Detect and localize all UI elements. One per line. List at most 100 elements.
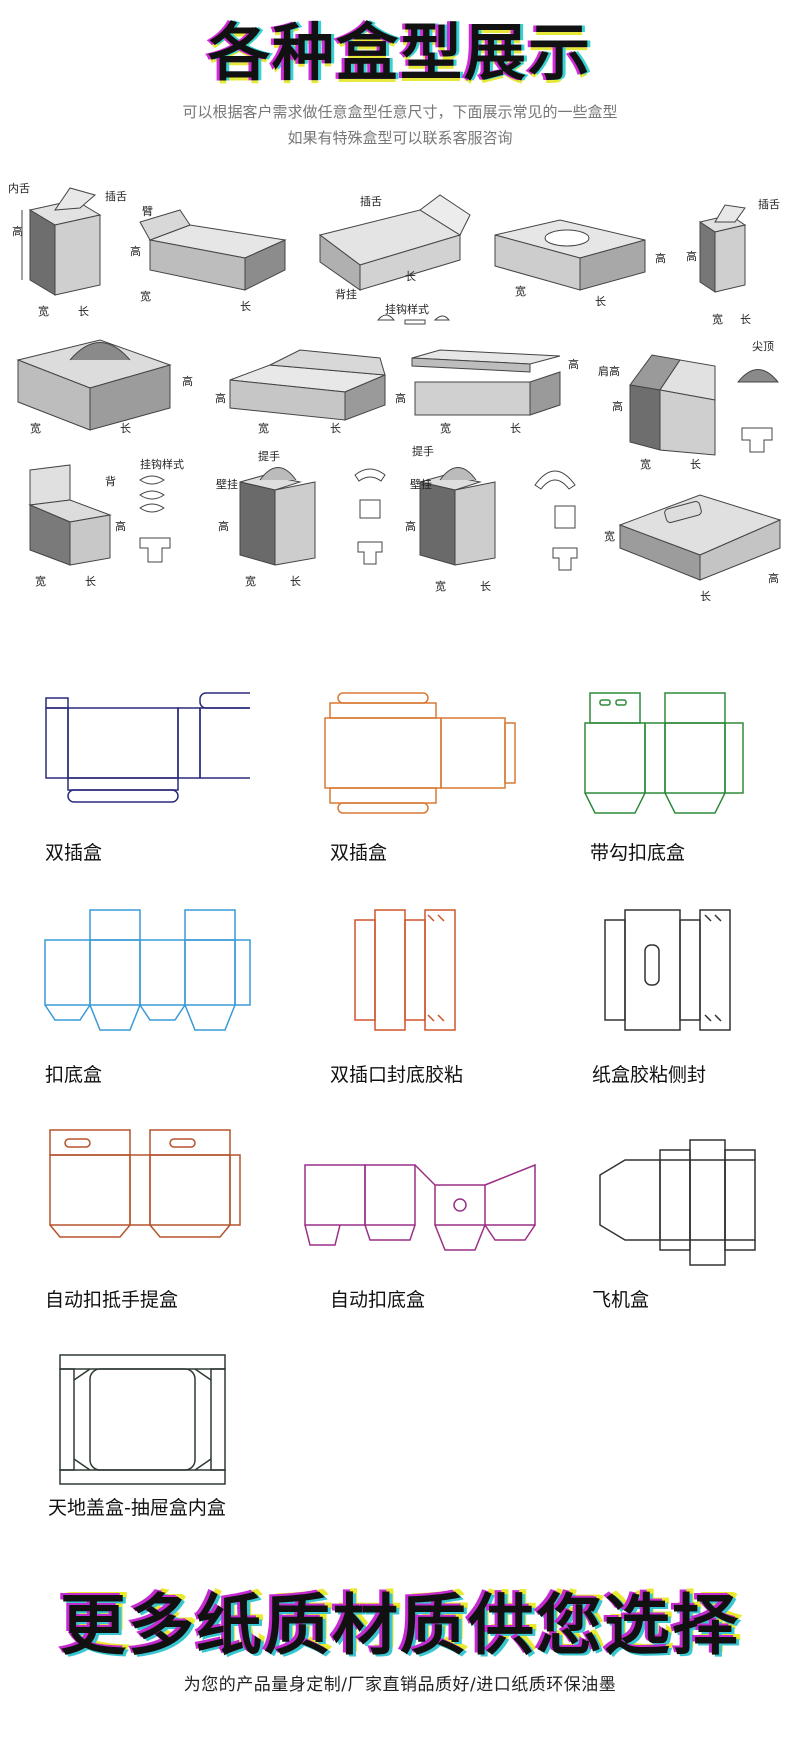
footer-title-text: 更多纸质材质供您选择 — [60, 1587, 740, 1664]
label-kuan-10: 宽 — [245, 574, 256, 588]
label-gao-5: 高 — [182, 374, 193, 388]
label-chashe-3: 插舌 — [758, 197, 780, 211]
label-chang-1: 长 — [78, 305, 89, 318]
dieline-svg-3 — [584, 692, 744, 814]
label-gao-13: 高 — [768, 571, 779, 585]
dieline-svg-1 — [45, 692, 281, 803]
label-gao-2: 高 — [130, 244, 141, 258]
dieline-svg-2 — [324, 692, 516, 814]
illus-tall-hook-box: 插舌 高 宽 长 — [686, 197, 780, 326]
label-kuan-4: 宽 — [712, 312, 723, 326]
label-chang-8: 长 — [510, 422, 521, 435]
label-tishou-2: 提手 — [412, 444, 434, 458]
label-kuan-8: 宽 — [640, 457, 651, 471]
illus-tuck-box-flat: 臂 高 宽 长 — [130, 205, 287, 313]
label-bei: 背 — [105, 474, 116, 488]
dieline-double-tuck-1 — [40, 688, 281, 832]
label-chang-11: 长 — [290, 575, 301, 588]
illus-handle-box-2: 提手 壁挂 高 宽 长 — [405, 444, 578, 593]
illus-lid-box-open: 高 宽 长 — [215, 349, 386, 435]
label-kuan-7: 宽 — [440, 421, 451, 435]
label-neishe: 内舌 — [8, 181, 30, 195]
illus-tissue-box: 高 宽 长 — [494, 219, 666, 308]
label-chang-13: 长 — [700, 590, 711, 603]
label-chang-2: 长 — [240, 300, 251, 313]
label-bi: 臂 — [142, 205, 153, 218]
illus-lid-box-closed: 高 高 宽 长 — [395, 349, 579, 435]
dieline-label-1: 双插盒 — [45, 842, 103, 864]
dieline-svg-8 — [304, 1163, 536, 1251]
label-gao-10: 高 — [115, 519, 126, 533]
label-kuan-5: 宽 — [30, 421, 41, 435]
dieline-hook-lock-bottom — [580, 688, 750, 832]
dieline-label-4: 扣底盒 — [45, 1064, 103, 1086]
dieline-label-3: 带勾扣底盒 — [590, 842, 686, 864]
dieline-double-tuck-2 — [320, 688, 520, 832]
label-bigua-2: 壁挂 — [410, 477, 432, 491]
subtitle-line-2: 如果有特殊盒型可以联系客服咨询 — [287, 129, 513, 147]
box-illustrations-svg: 内舌 插舌 高 宽 长 臂 高 宽 长 插舌 长 背挂 挂钩样式 高 宽 长 — [8, 181, 782, 603]
dieline-label-9: 飞机盒 — [592, 1289, 650, 1311]
label-kuan-9: 宽 — [35, 574, 46, 588]
dieline-double-tuck-glue — [350, 905, 470, 1039]
label-chang-5: 长 — [740, 313, 751, 326]
label-jiangao: 肩高 — [598, 364, 620, 378]
label-chang-6: 长 — [120, 422, 131, 435]
label-tishou-1: 提手 — [258, 449, 280, 463]
label-gao-1: 高 — [12, 224, 23, 238]
dieline-svg-10 — [59, 1354, 226, 1485]
label-kuan-3: 宽 — [515, 284, 526, 298]
illus-flat-handle-box: 宽 长 高 — [604, 494, 782, 603]
illus-hanger-box: 背 高 宽 长 挂钩样式 — [28, 457, 184, 588]
dieline-svg-7 — [49, 1129, 241, 1238]
dieline-svg-4 — [44, 909, 251, 1031]
dieline-auto-lock-handle — [45, 1125, 245, 1269]
label-gao-6: 高 — [215, 391, 226, 405]
subtitle-line-1: 可以根据客户需求做任意盒型任意尺寸，下面展示常见的一些盒型 — [182, 103, 618, 121]
dieline-mailer-box — [595, 1135, 765, 1279]
label-bigua-1: 壁挂 — [216, 477, 238, 491]
footer-title: 更多纸质材质供您选择 — [0, 1572, 800, 1668]
label-jianding: 尖顶 — [752, 340, 774, 353]
label-guagou-1: 挂钩样式 — [385, 302, 429, 316]
dieline-label-10: 天地盖盒-抽屉盒内盒 — [48, 1497, 226, 1519]
label-guagou-2: 挂钩样式 — [140, 457, 184, 471]
label-chang-3: 长 — [405, 270, 416, 283]
dieline-glued-side-seal — [600, 905, 740, 1039]
dieline-svg-6 — [604, 909, 731, 1031]
illus-handle-lid-box: 高 宽 长 — [16, 339, 193, 435]
illus-tuck-box-tall: 内舌 插舌 高 宽 长 — [8, 181, 127, 318]
dieline-lock-bottom — [40, 905, 270, 1049]
label-chang-12: 长 — [480, 580, 491, 593]
page-title-text: 各种盒型展示 — [207, 16, 592, 89]
label-gao-7: 高 — [568, 357, 579, 371]
dieline-label-7: 自动扣抵手提盒 — [45, 1289, 179, 1311]
illus-hang-tab-box: 插舌 长 背挂 挂钩样式 — [318, 194, 471, 325]
label-kuan-11: 宽 — [435, 579, 446, 593]
dieline-label-8: 自动扣底盒 — [330, 1289, 426, 1311]
label-kuan-12: 宽 — [604, 529, 615, 543]
dieline-tray-drawer-inner — [55, 1350, 235, 1494]
label-gao-3: 高 — [655, 251, 666, 265]
illus-house-box: 肩高 高 宽 长 尖顶 — [598, 340, 780, 471]
label-beigua: 背挂 — [335, 287, 357, 301]
label-kuan-6: 宽 — [258, 421, 269, 435]
dieline-label-6: 纸盒胶粘侧封 — [592, 1064, 707, 1086]
label-chashe-1: 插舌 — [105, 189, 127, 203]
label-chang-7: 长 — [330, 422, 341, 435]
label-chang-4: 长 — [595, 295, 606, 308]
box-illustrations: 内舌 插舌 高 宽 长 臂 高 宽 长 插舌 长 背挂 挂钩样式 高 宽 长 — [0, 170, 800, 660]
label-gao-4: 高 — [686, 249, 697, 263]
label-chang-10: 长 — [85, 575, 96, 588]
footer-tagline: 为您的产品量身定制/厂家直销品质好/进口纸质环保油墨 — [183, 1675, 617, 1695]
label-gao-8: 高 — [395, 391, 406, 405]
label-gao-9: 高 — [612, 399, 623, 413]
dieline-svg-5 — [354, 909, 456, 1031]
label-kuan-2: 宽 — [140, 289, 151, 303]
label-chashe-2: 插舌 — [360, 194, 382, 208]
dieline-label-2: 双插盒 — [330, 842, 388, 864]
dieline-svg-9 — [599, 1139, 756, 1266]
page-title: 各种盒型展示 — [0, 2, 800, 92]
label-chang-9: 长 — [690, 458, 701, 471]
label-kuan-1: 宽 — [38, 304, 49, 318]
